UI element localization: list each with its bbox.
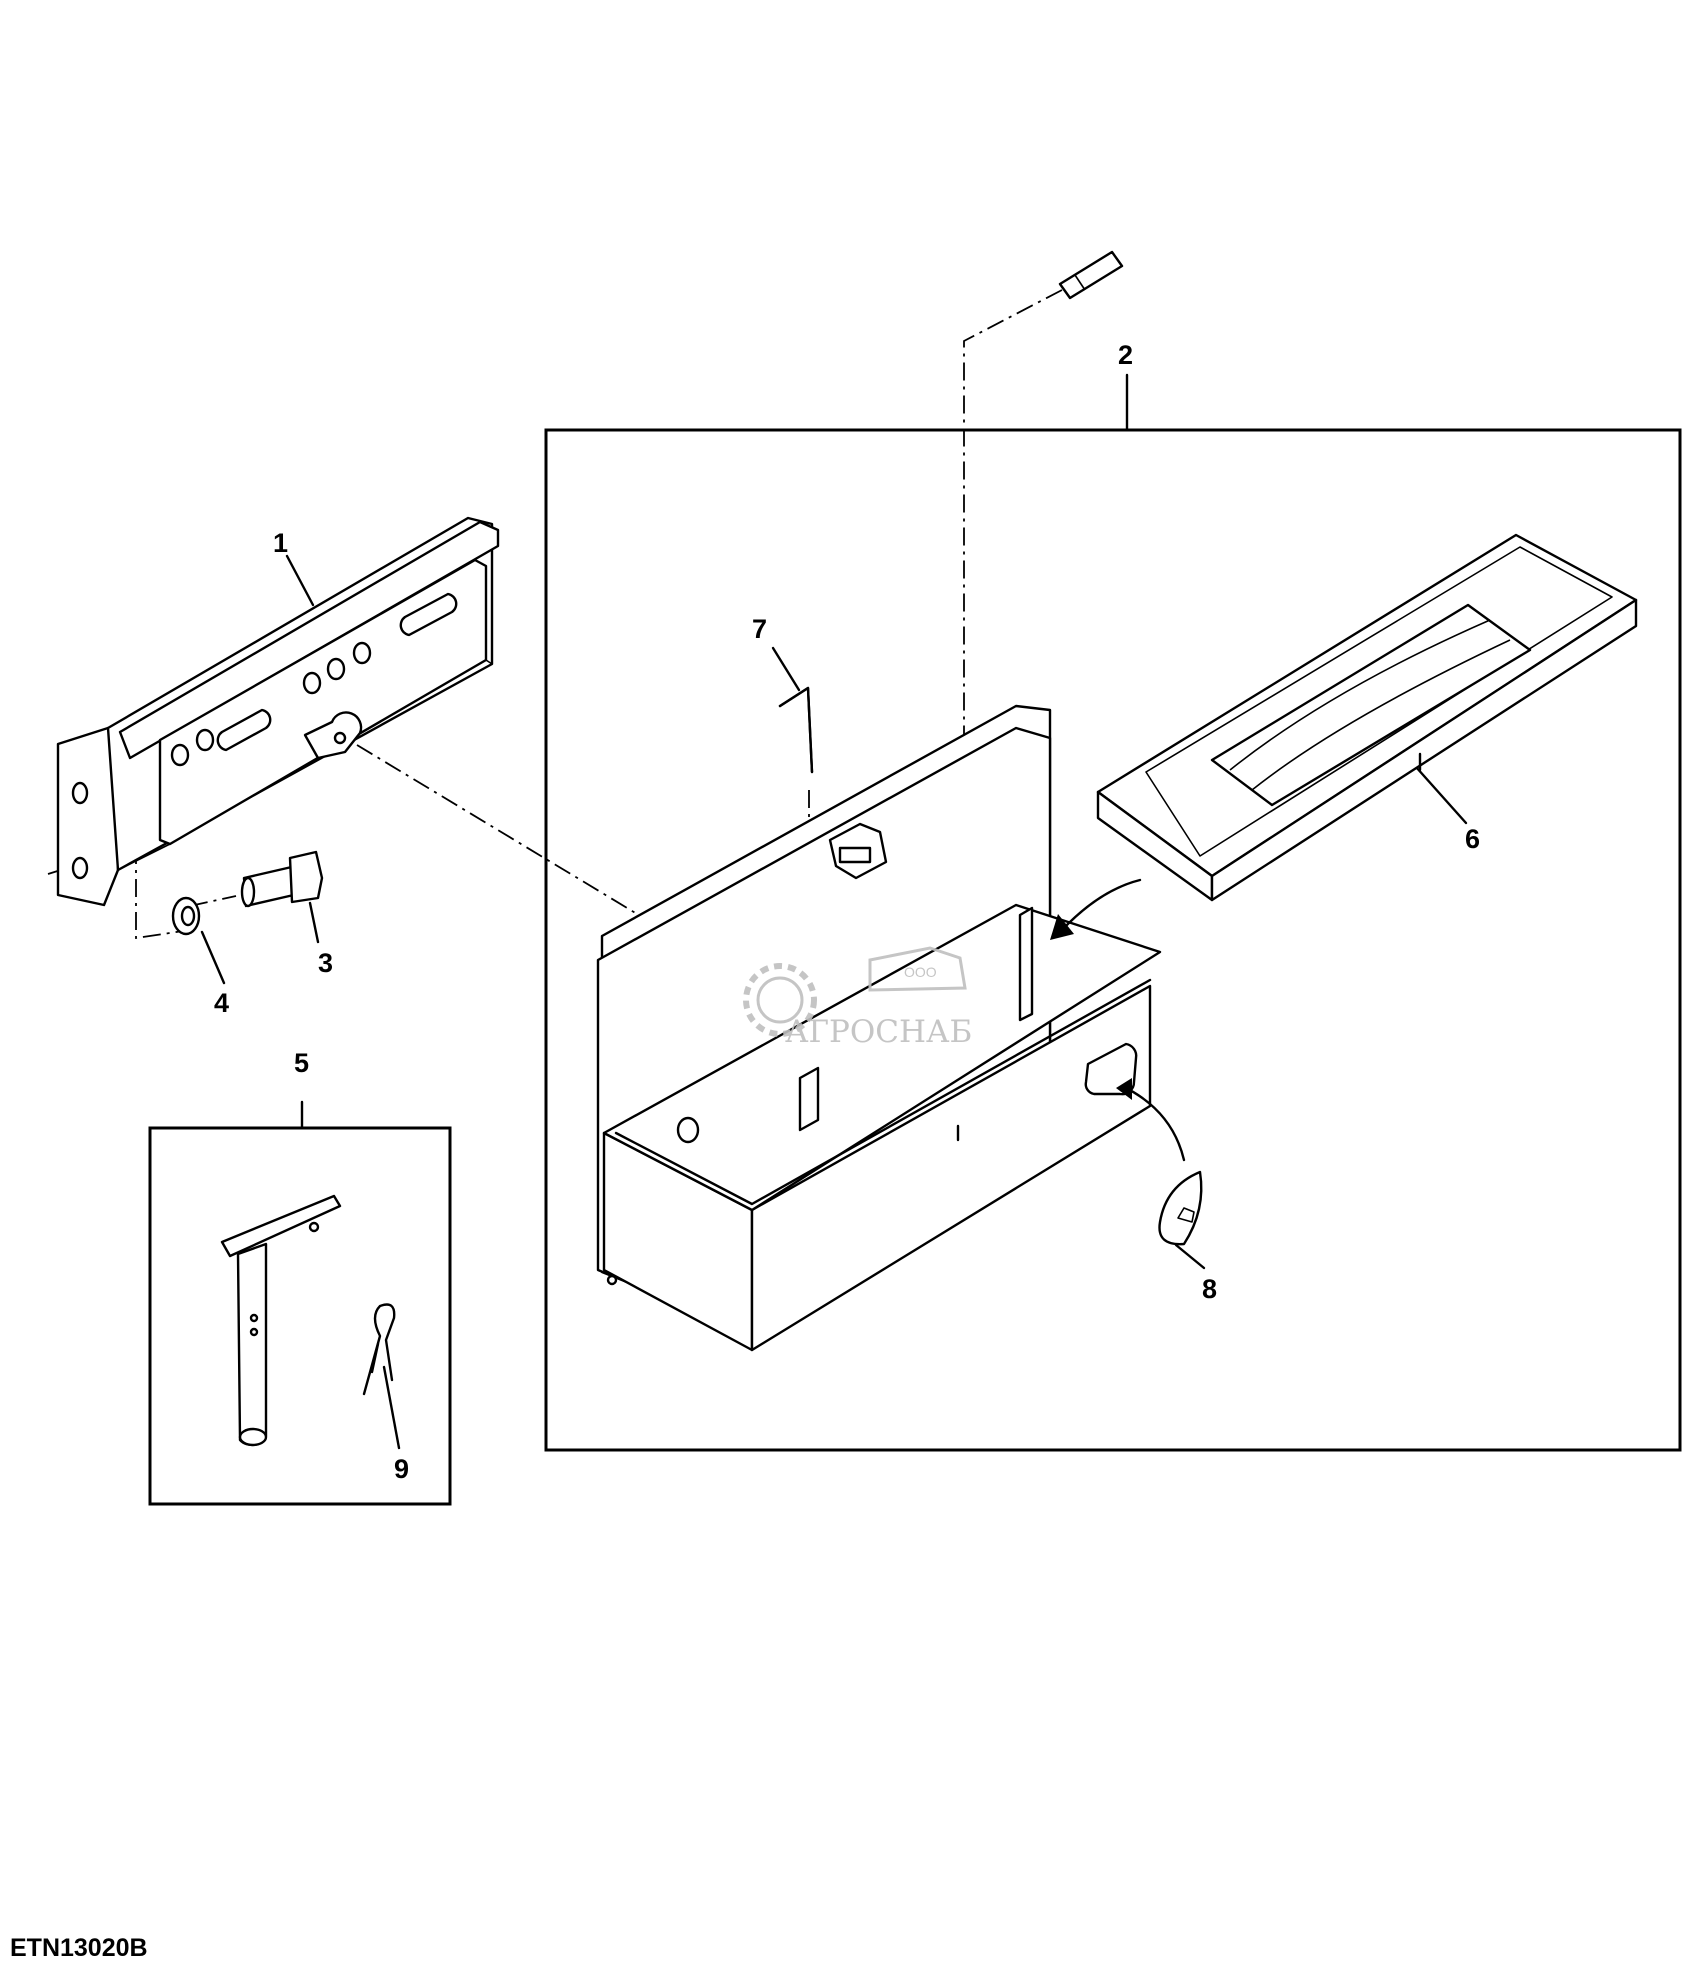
callout-6: 6 — [1465, 824, 1480, 854]
watermark-top-text: ООО — [904, 964, 937, 980]
decal-arrow — [1116, 1078, 1186, 1162]
part-7-pin — [778, 686, 814, 774]
part-8-decal — [1158, 1170, 1203, 1246]
callouts: 1 2 3 4 5 6 7 8 9 — [214, 340, 1480, 1484]
callout-9: 9 — [394, 1454, 409, 1484]
watermark-main-text: АГРОСНАБ — [785, 1014, 972, 1050]
tray-arrow — [1050, 878, 1142, 940]
group-2-frame — [544, 428, 1682, 1452]
part-1-bracket — [56, 516, 500, 907]
callout-7: 7 — [752, 614, 767, 644]
part-6-tray — [1096, 533, 1638, 902]
callout-1: 1 — [273, 528, 288, 558]
part-2-toolbox — [596, 704, 1162, 1352]
callout-8: 8 — [1202, 1274, 1217, 1304]
figure-id: ETN13020B — [10, 1934, 148, 1962]
watermark: ООО АГРОСНАБ — [743, 946, 972, 1050]
callout-3: 3 — [318, 948, 333, 978]
part-9-clip — [362, 1303, 396, 1396]
part-5-lock-pin — [220, 1194, 342, 1447]
leader-lines — [200, 373, 1468, 1450]
callout-5: 5 — [294, 1048, 309, 1078]
callout-4: 4 — [214, 988, 229, 1018]
part-3-bolt — [240, 850, 324, 908]
part-7-upper-pin — [1058, 250, 1124, 300]
part-4-washer — [171, 896, 201, 936]
group-5-frame — [148, 1126, 452, 1506]
callout-2: 2 — [1118, 340, 1133, 370]
